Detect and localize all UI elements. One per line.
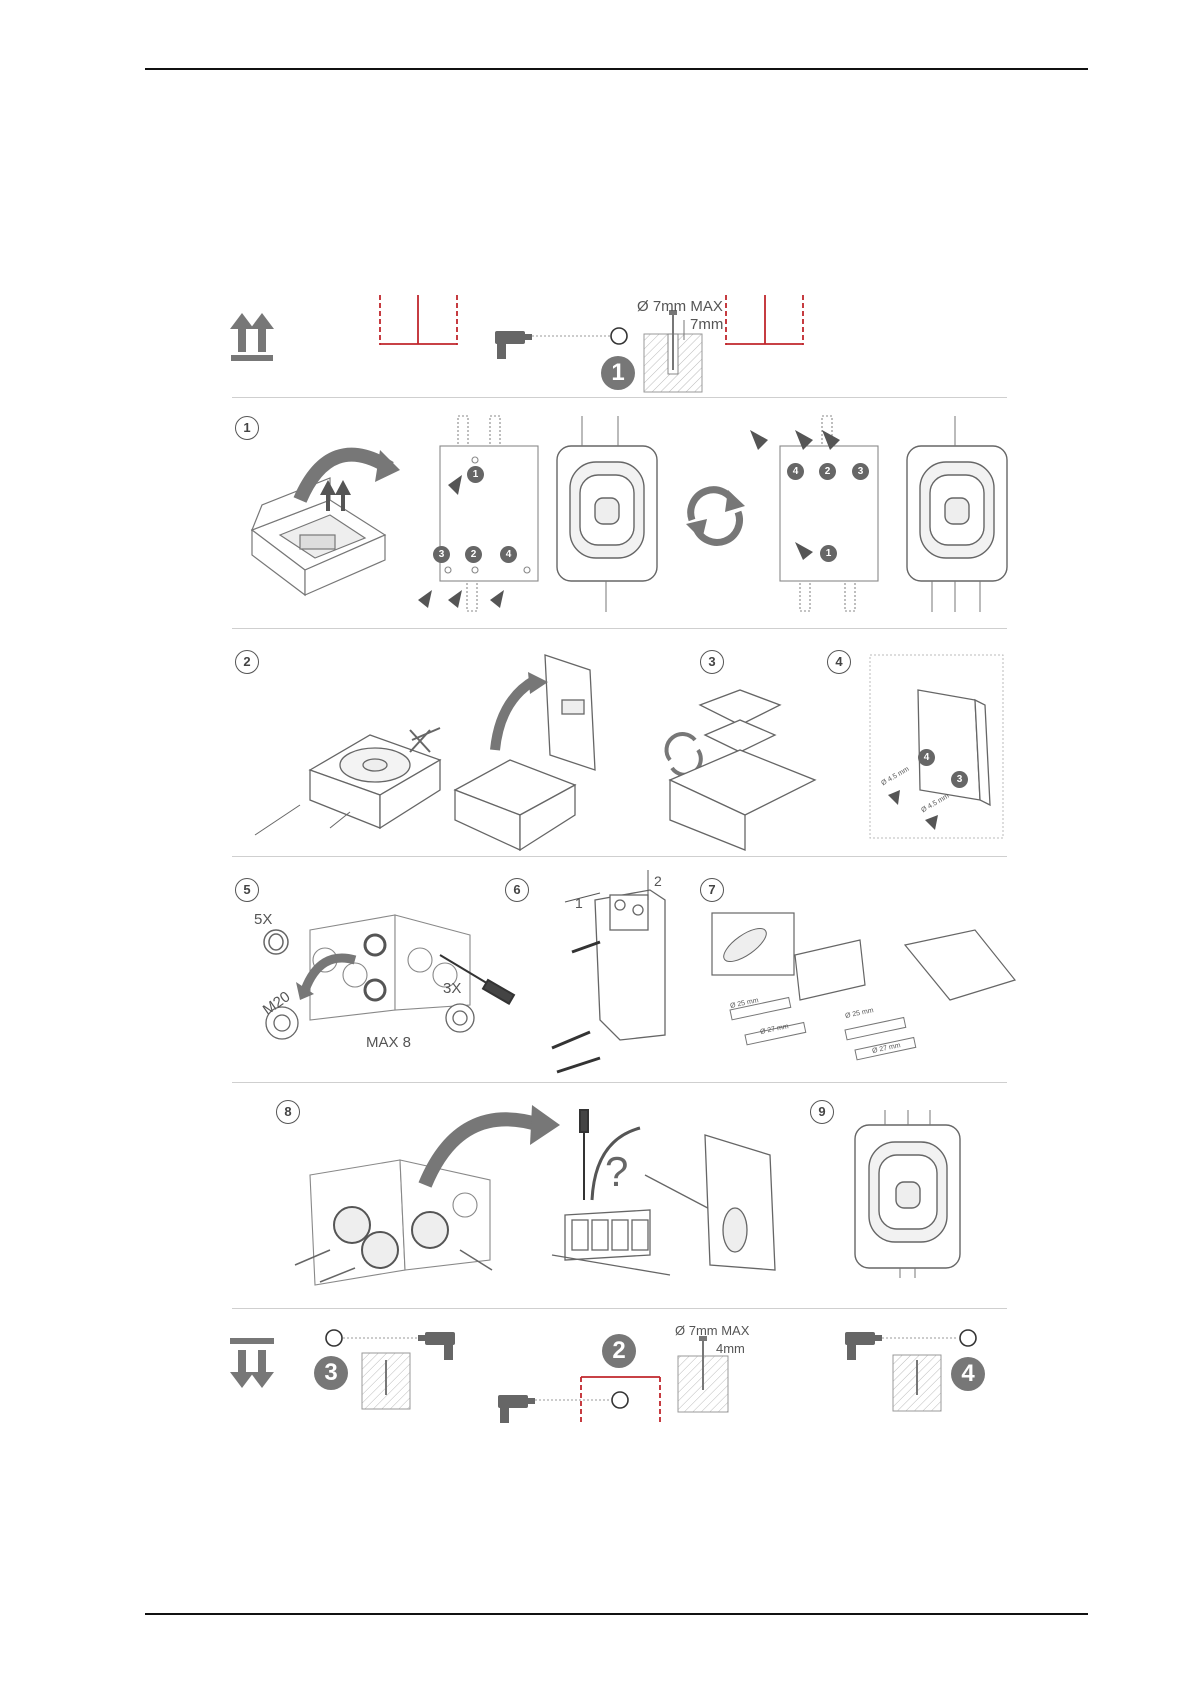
- hole-badge-2: 2: [602, 1334, 636, 1368]
- drill-icon: [418, 1332, 455, 1360]
- hole-badge-4: 4: [951, 1357, 985, 1391]
- drill-depth-label: 4mm: [716, 1341, 745, 1356]
- drill-icon: [498, 1395, 535, 1423]
- template-outline-bottom: [581, 1377, 660, 1425]
- drill-diameter-label: Ø 7mm MAX: [675, 1323, 749, 1338]
- hole-badge-3: 3: [314, 1356, 348, 1390]
- this-side-down-icon: [230, 1338, 274, 1388]
- drill-icon: [845, 1332, 882, 1360]
